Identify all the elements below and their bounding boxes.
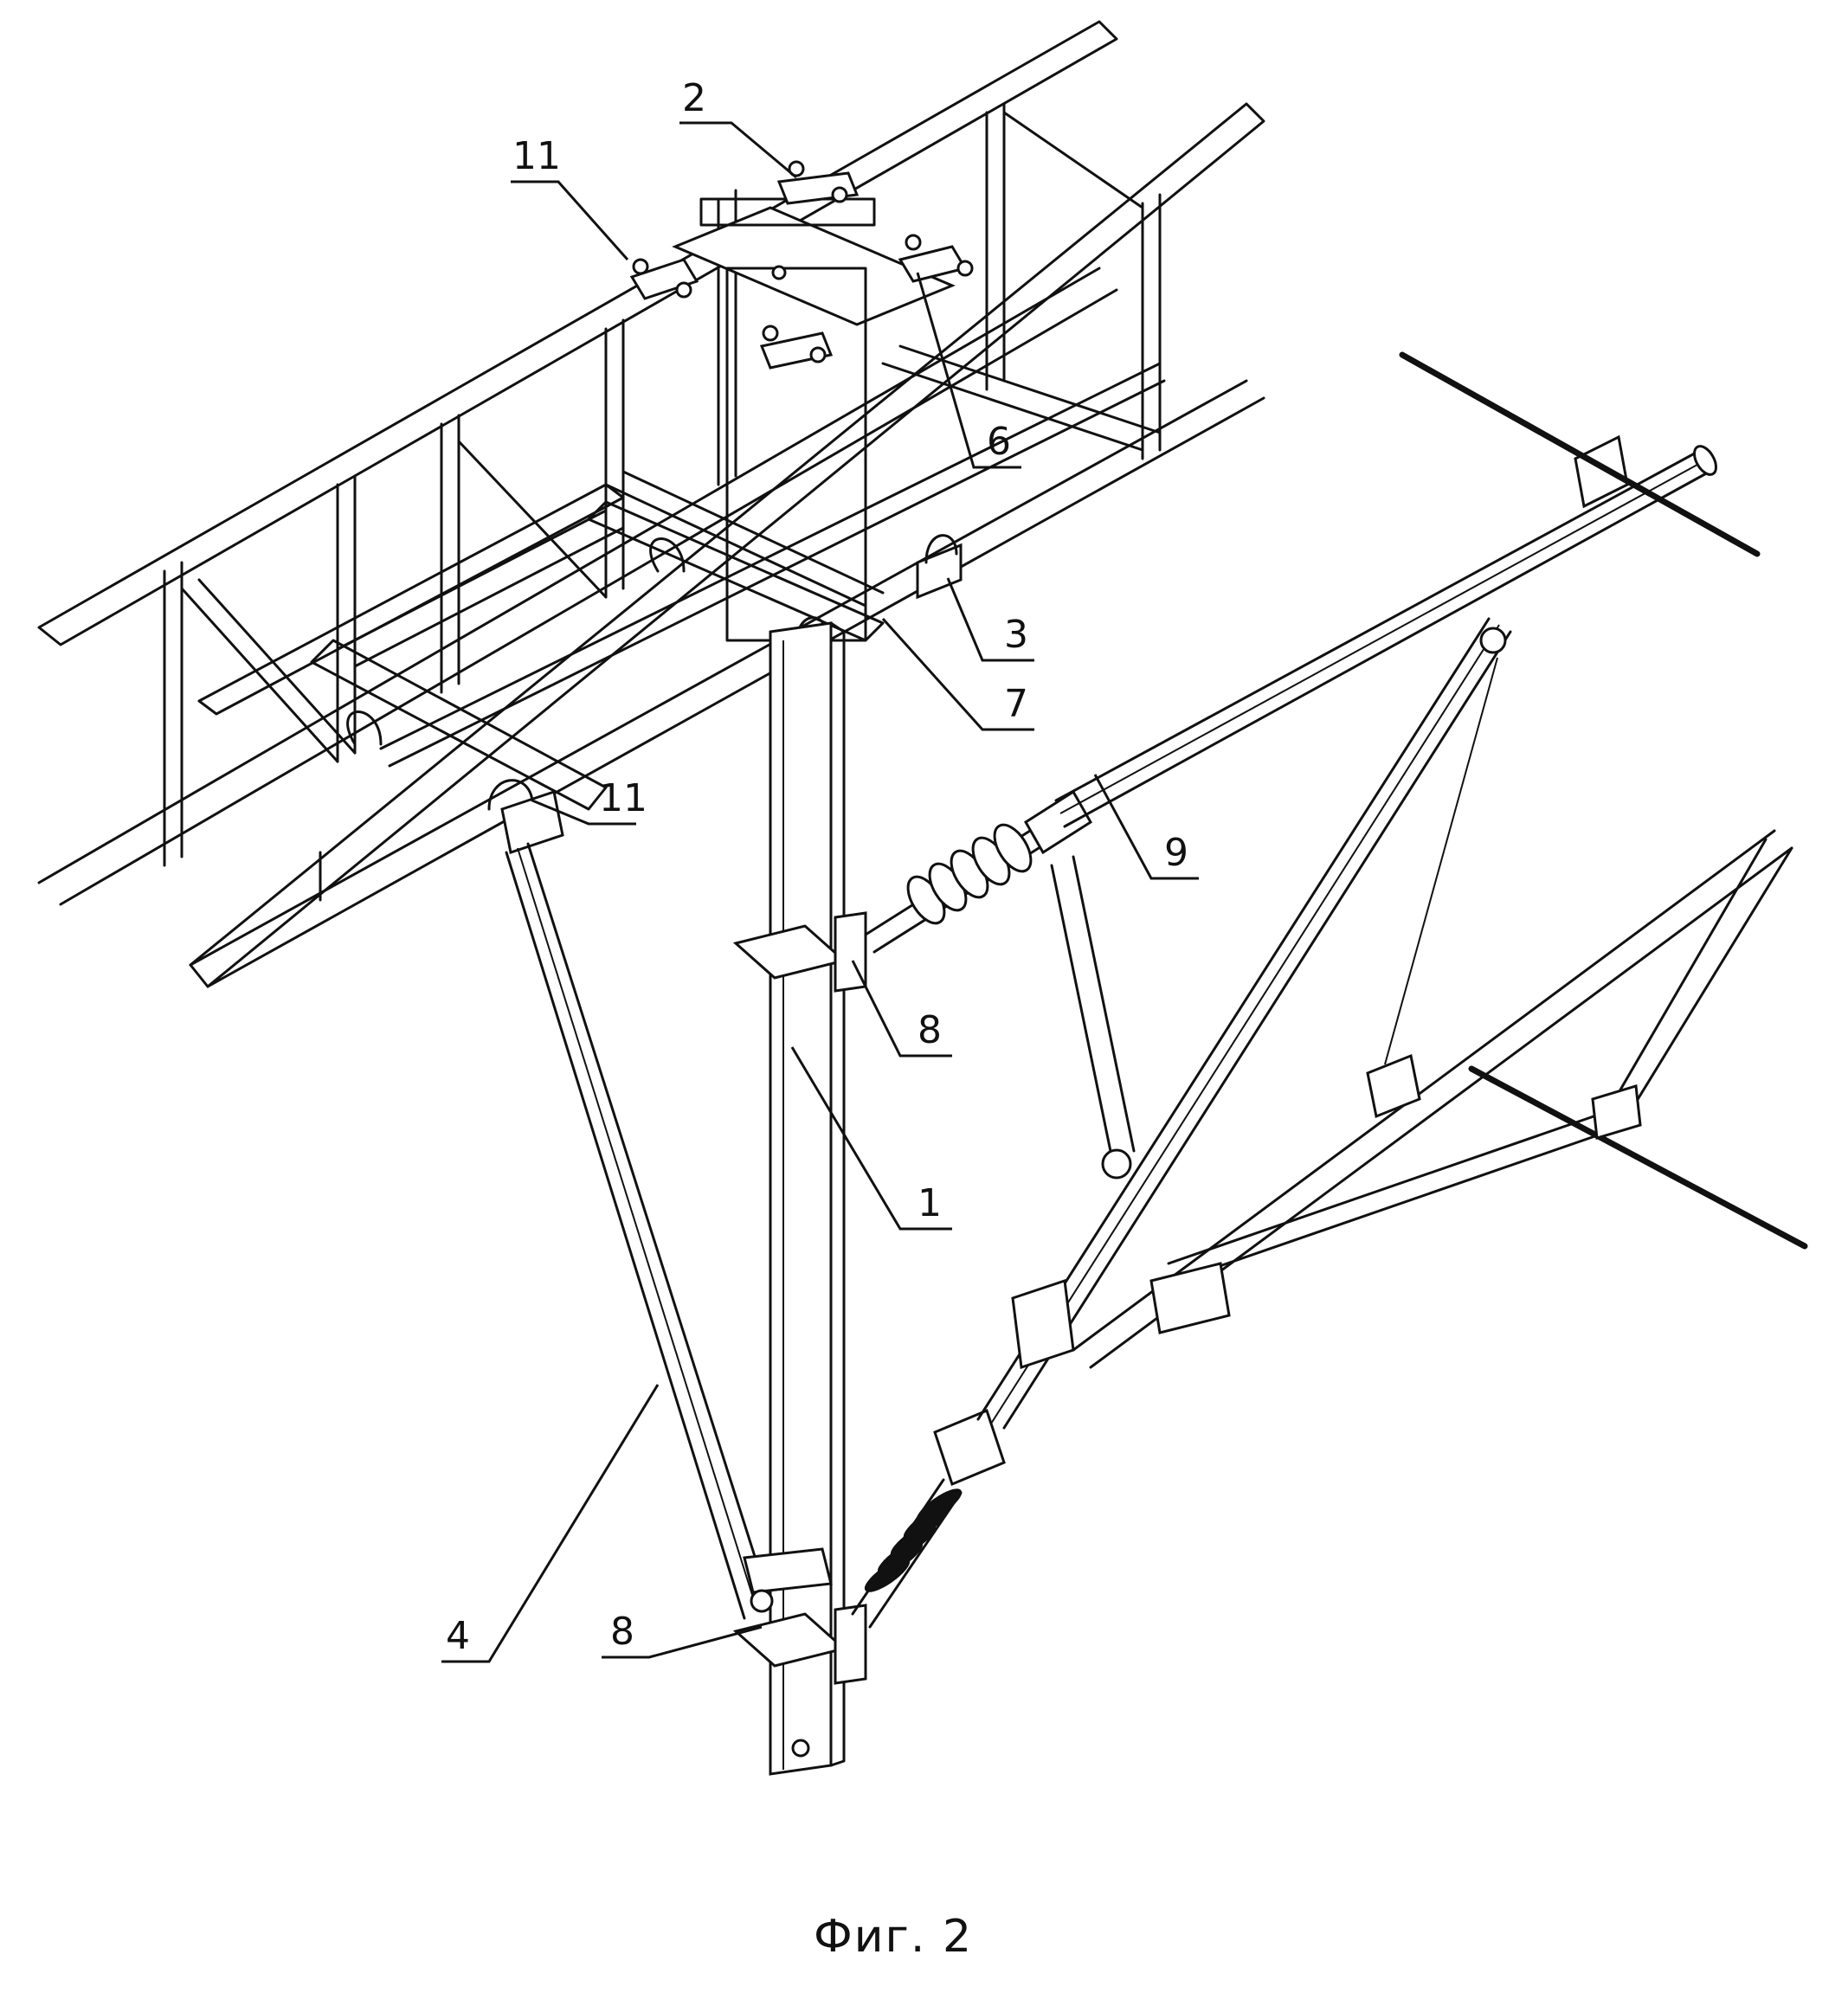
inclined-strut [505,842,772,1620]
callout-2: 2 [682,76,706,120]
mast [769,621,846,1776]
callout-11: 11 [599,776,647,820]
lower-arm [1072,829,1808,1369]
tie-rod [346,362,1166,768]
support-rods [1050,627,1507,1180]
callout-4: 4 [446,1614,470,1658]
main-diagonal [976,617,1512,1430]
callout-6: 6 [987,420,1011,464]
callout-labels: 2 11 6 3 7 11 9 8 1 4 8 [446,76,1188,1658]
mast-brackets [732,911,867,1685]
upper-insulator [864,789,1093,954]
leader-lines [441,121,1199,1663]
callout-11: 11 [512,134,561,178]
callout-9: 9 [1164,831,1188,875]
callout-1: 1 [918,1181,942,1225]
callout-8: 8 [610,1610,634,1654]
cantilever-tube [1054,351,1761,828]
top-plate-assembly [629,160,974,642]
callout-3: 3 [1004,613,1028,657]
lower-insulator [851,1408,1006,1629]
figure-caption: Фиг. 2 [814,1911,973,1963]
callout-7: 7 [1004,682,1028,726]
bracket-lower [487,779,564,854]
callout-8: 8 [918,1008,942,1052]
truss-frame [37,20,1265,988]
